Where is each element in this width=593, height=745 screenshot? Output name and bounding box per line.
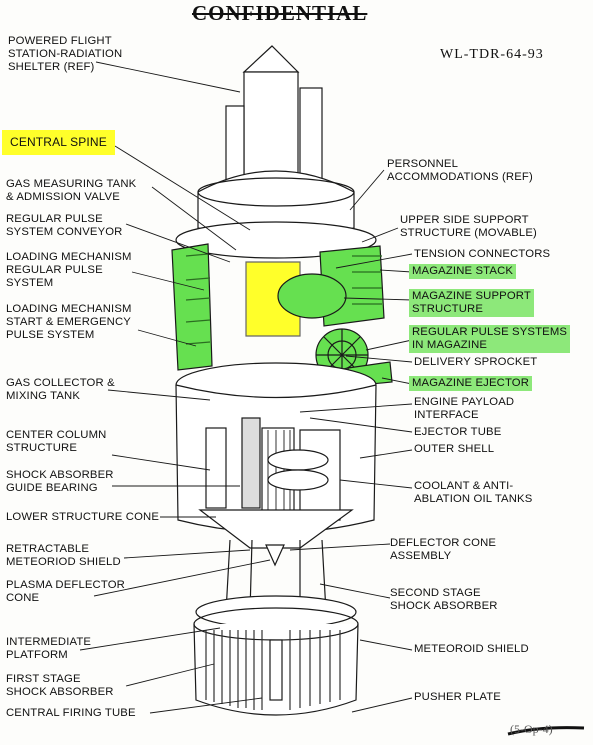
label-central-spine: CENTRAL SPINE xyxy=(2,130,115,155)
label-central-firing: CENTRAL FIRING TUBE xyxy=(6,707,136,719)
label-magazine-support: MAGAZINE SUPPORT STRUCTURE xyxy=(409,289,534,317)
deflector-cone xyxy=(265,544,285,567)
label-gas-measuring: GAS MEASURING TANK & ADMISSION VALVE xyxy=(6,178,137,203)
label-delivery-sprocket: DELIVERY SPROCKET xyxy=(414,356,538,368)
first-stage-shock xyxy=(205,630,263,710)
label-tension-connectors: TENSION CONNECTORS xyxy=(414,248,551,260)
footer-scribble xyxy=(507,726,585,736)
label-center-column: CENTER COLUMN STRUCTURE xyxy=(6,429,107,454)
label-pusher-plate: PUSHER PLATE xyxy=(414,691,501,703)
report-number: WL-TDR-64-93 xyxy=(440,47,544,62)
label-magazine-ejector: MAGAZINE EJECTOR xyxy=(409,376,533,391)
label-regular-pulse-magazine: REGULAR PULSE SYSTEMS IN MAGAZINE xyxy=(409,325,571,353)
label-gas-collector: GAS COLLECTOR & MIXING TANK xyxy=(6,377,115,402)
label-upper-side-support: UPPER SIDE SUPPORT STRUCTURE (MOVABLE) xyxy=(400,214,537,239)
label-deflector-cone: DEFLECTOR CONE ASSEMBLY xyxy=(390,537,497,562)
label-personnel: PERSONNEL ACCOMMODATIONS (REF) xyxy=(387,158,533,183)
label-engine-payload: ENGINE PAYLOAD INTERFACE xyxy=(414,396,515,421)
label-coolant: COOLANT & ANTI- ABLATION OIL TANKS xyxy=(414,480,533,505)
label-meteoroid-shield: METEOROID SHIELD xyxy=(414,643,529,655)
footer-page-mark: (5-Op-4) xyxy=(510,722,553,736)
label-plasma-deflector: PLASMA DEFLECTOR CONE xyxy=(6,579,125,604)
label-first-stage: FIRST STAGE SHOCK ABSORBER xyxy=(6,673,114,698)
upper-support-ring xyxy=(175,221,377,259)
magazine-stack-left xyxy=(171,243,213,371)
coolant-tank-left xyxy=(205,427,227,509)
label-ejector-tube: EJECTOR TUBE xyxy=(414,426,502,438)
label-lower-cone: LOWER STRUCTURE CONE xyxy=(6,511,160,523)
central-spine-shape xyxy=(245,261,301,337)
classification-header: CONFIDENTIAL xyxy=(192,1,368,25)
label-powered-flight: POWERED FLIGHT STATION-RADIATION SHELTER… xyxy=(8,35,123,73)
label-magazine-stack: MAGAZINE STACK xyxy=(409,264,517,279)
nose-cone xyxy=(242,45,300,73)
central-firing-tube xyxy=(269,639,283,701)
label-retractable-shield: RETRACTABLE METEORIOD SHIELD xyxy=(6,543,121,568)
label-outer-shell: OUTER SHELL xyxy=(414,443,495,455)
label-loading-start: LOADING MECHANISM START & EMERGENCY PULS… xyxy=(6,303,132,341)
label-loading-regular: LOADING MECHANISM REGULAR PULSE SYSTEM xyxy=(6,251,132,289)
leader-lines xyxy=(79,61,413,714)
label-shock-guide: SHOCK ABSORBER GUIDE BEARING xyxy=(6,469,114,494)
magazine-support-disc xyxy=(277,273,347,319)
label-regular-pulse-conveyor: REGULAR PULSE SYSTEM CONVEYOR xyxy=(6,213,123,238)
label-intermediate-platform: INTERMEDIATE PLATFORM xyxy=(6,636,92,661)
coolant-tank-right xyxy=(241,417,261,509)
label-second-stage: SECOND STAGE SHOCK ABSORBER xyxy=(390,587,498,612)
